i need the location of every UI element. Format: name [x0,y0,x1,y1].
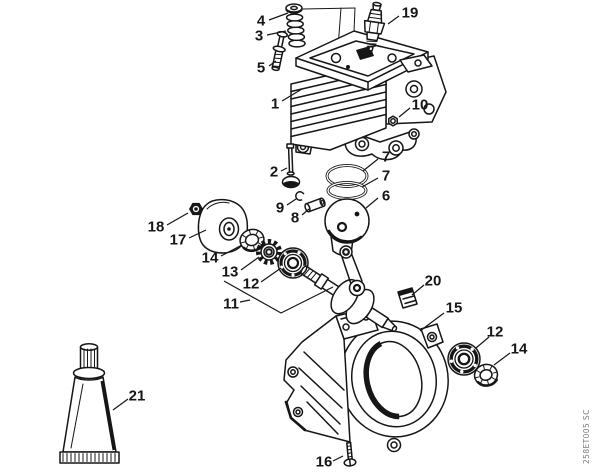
drum-drawing-17 [197,198,249,254]
spark-plug-drawing [363,1,386,52]
callout-label-12: 12 [243,276,260,293]
callout-label-21: 21 [129,388,146,405]
callout-20: 20 [411,273,442,296]
callout-8: 8 [291,208,310,227]
callout-1: 1 [271,88,303,113]
leader-line [301,208,310,216]
leader-line [475,336,490,349]
figure-code: 258ET005 SC [582,409,591,464]
crankshaft-drawing [300,245,398,333]
circlip-drawing-9 [295,191,305,201]
cylinder-drawing [290,30,447,161]
nut-drawing-10 [388,115,398,127]
washer-drawing-4 [285,3,303,14]
callout-label-9: 9 [276,200,284,217]
callout-label-7: 7 [382,168,390,185]
leader-line [240,256,260,271]
callout-label-10: 10 [412,97,429,114]
callout-11: 11 [223,280,334,314]
ball-bearing-drawing-left [277,247,309,279]
callout-label-17: 17 [170,232,187,249]
leader-line [166,212,189,226]
callout-21: 21 [112,388,146,411]
callout-label-8: 8 [291,210,299,227]
leader-line [280,167,288,172]
callout-label-14: 14 [202,250,219,267]
valve-drawing-2 [281,143,301,189]
crankcase-drawing [283,307,449,453]
leader-line [493,352,511,366]
leader-line [332,455,344,462]
callout-4: 4 [257,12,289,30]
callout-14: 14 [202,244,243,267]
callout-7: 7 [361,168,390,188]
piston-rings-drawing [325,164,369,200]
callout-2: 2 [270,164,288,181]
callout-label-3: 3 [255,28,263,45]
leader-line [281,88,303,102]
callout-18: 18 [148,212,189,236]
leader-line [260,267,282,283]
leader-line [387,15,400,25]
callout-16: 16 [316,454,344,471]
callout-10: 10 [398,97,429,118]
callout-label-15: 15 [446,300,463,317]
callout-17: 17 [170,229,207,249]
nut-drawing-18 [189,202,203,216]
callout-label-11: 11 [223,296,239,313]
callout-label-13: 13 [222,264,239,281]
ball-bearing-drawing-right [447,342,481,376]
block-drawing-20 [397,287,418,309]
screw-drawing-16 [343,441,357,467]
leader-line [223,280,334,314]
callout-label-20: 20 [425,273,442,290]
callout-12: 12 [243,267,282,293]
stud-bolt-drawing-5 [271,30,288,72]
callout-9: 9 [276,198,297,217]
callout-14: 14 [493,341,528,366]
sealant-tube-drawing [59,343,120,464]
leader-line [188,229,207,239]
callout-19: 19 [387,5,419,25]
callout-label-7: 7 [382,149,390,166]
callout-label-5: 5 [257,60,265,77]
callout-label-19: 19 [402,5,419,22]
callout-13: 13 [222,256,260,281]
callout-label-16: 16 [316,454,333,471]
spring-drawing-3 [285,13,306,48]
callout-label-1: 1 [271,96,279,113]
leader-line [112,398,129,411]
needle-bearing-drawing-right [473,363,499,387]
callout-label-4: 4 [257,13,266,30]
leader-line [286,198,297,206]
leader-line [362,158,379,172]
leader-line [268,12,289,21]
leader-line [419,312,445,332]
callout-6: 6 [365,188,390,209]
callout-15: 15 [419,300,463,332]
callout-label-18: 18 [148,219,165,236]
callout-label-6: 6 [382,188,390,205]
leader-line [266,30,287,36]
callout-3: 3 [255,28,287,45]
gear-drawing-13 [256,239,282,265]
leader-line [268,60,277,67]
callout-label-2: 2 [270,164,278,181]
callout-label-14: 14 [511,341,528,358]
leader-line [411,284,425,296]
leader-line [361,177,379,188]
leader-line [365,197,379,209]
leader-line [398,107,411,118]
leader-line [220,244,243,257]
callout-5: 5 [257,60,277,77]
callout-label-12: 12 [487,324,504,341]
callout-7: 7 [362,149,390,172]
callout-12: 12 [475,324,504,349]
leader-line [239,299,251,303]
